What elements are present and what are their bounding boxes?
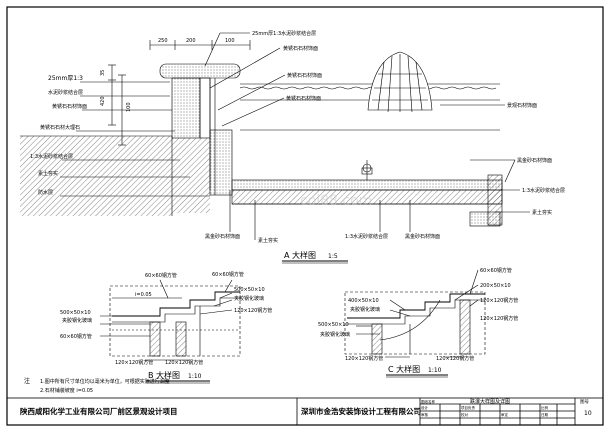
label-b-10: 120×120钢方管 [165,359,203,366]
label-c-1: 60×60钢方管 [480,267,512,274]
label-a-top-4: 黄锈石石材饰面 [286,95,321,102]
label-a-left-2: 水泥砂浆结合层 [48,89,83,96]
project-name: 陕西咸阳化学工业有限公司厂前区景观设计项目 [20,406,178,416]
label-a-bottom-2: 素土夯实 [258,237,278,244]
watermark: coi88.com [300,193,372,209]
label-a-top-2: 黄锈石石材饰面 [283,45,318,52]
detail-a-scale: 1:5 [328,253,338,260]
title-block [6,397,604,426]
detail-c-title: C 大样图 [388,364,420,374]
label-c-7: 夹胶钢化玻璃 [320,331,350,338]
label-b-5: 120×120钢方管 [234,307,272,314]
detail-b-scale: 1:10 [188,373,202,380]
detail-c [344,269,486,358]
label-a-left-5: 1:3水泥砂浆结合层 [30,153,73,160]
dim-a-4: 35 [100,70,106,76]
tb-cell-3: 审核 [421,412,429,417]
tb-cell-7: 比例 [541,405,549,410]
label-b-4: 夹胶钢化玻璃 [234,295,264,302]
tb-cell-2: 设计 [421,405,429,410]
label-a-left-6: 素土夯实 [38,170,58,177]
tb-cell-8: 日期 [541,412,549,417]
label-c-8: 120×120钢方管 [480,315,518,322]
detail-b-title: B 大样图 [148,370,180,380]
label-c-5: 120×120钢方管 [480,297,518,304]
label-a-left-3: 黄锈石石材饰面 [52,103,87,110]
label-a-bottom-1: 黑金砂石材饰面 [205,233,240,240]
label-c-9: 120×120钢方管 [345,355,383,362]
label-a-left-7: 防水层 [38,189,53,196]
label-b-8: 60×60钢方管 [60,333,92,340]
label-c-4: 夹胶钢化玻璃 [350,306,380,313]
label-a-bottom-4: 黑金砂石材饰面 [405,233,440,240]
label-c-3: 400×50×10 [348,298,379,304]
dim-a-1: 250 [158,38,168,44]
note-2: 2.石材铺装坡度 i=0.05 [40,387,93,394]
label-c-6: 500×50×10 [318,322,349,328]
label-a-bottom-3: 1:3水泥砂浆结合层 [345,233,388,240]
drawing-name: 跌瀑大样图及详图 [470,398,510,405]
dim-a-3: 100 [225,38,235,44]
sheet-no: 10 [584,410,592,417]
label-b-7: 夹胶钢化玻璃 [62,317,92,324]
label-c-10: 120×120钢方管 [436,355,474,362]
label-b-9: 120×120钢方管 [115,359,153,366]
detail-a-title: A 大样图 [284,250,316,260]
dim-a-5: 420 [100,96,106,106]
label-b-1: 60×60钢方管 [145,272,177,279]
label-a-right-3: 1:3水泥砂浆结合层 [522,187,565,194]
dim-a-2: 200 [186,38,196,44]
company-name: 深圳市金浩安装饰设计工程有限公司 [301,406,421,416]
dim-a-6: 100 [126,102,132,112]
label-c-2: 200×50×10 [480,283,511,289]
label-a-right-1: 景观石材饰面 [507,102,537,109]
label-a-right-4: 素土夯实 [532,209,552,216]
notes-heading: 注 [24,377,30,385]
tb-cell-6: 审定 [501,412,509,417]
label-a-top-1: 25mm厚1:3水泥砂浆结合层 [252,30,316,37]
label-b-6: 500×50×10 [60,310,91,316]
label-a-top-3: 黄锈石石材饰面 [287,72,322,79]
label-b-3: 500×50×10 [234,287,265,293]
tb-cell-1: 图纸名称 [421,399,435,404]
tb-cell-4: 项目负责 [461,405,475,410]
detail-a [20,32,530,240]
detail-b [100,279,241,361]
sheet-no-label: 图号 [580,399,589,405]
note-1: 1.图中所有尺寸单位均以毫米为单位，可根据实际进行调整 [40,378,170,385]
label-a-right-2: 黑金砂石材饰面 [517,157,552,164]
label-a-left-4: 黄锈石石材大理石 [40,124,80,131]
detail-c-scale: 1:10 [428,367,442,374]
slope-b: i=0.05 [135,292,152,298]
label-b-2: 60×60钢方管 [212,271,244,278]
label-a-left-1: 25mm厚1:3 [48,75,83,82]
tb-cell-5: 校对 [461,412,469,417]
